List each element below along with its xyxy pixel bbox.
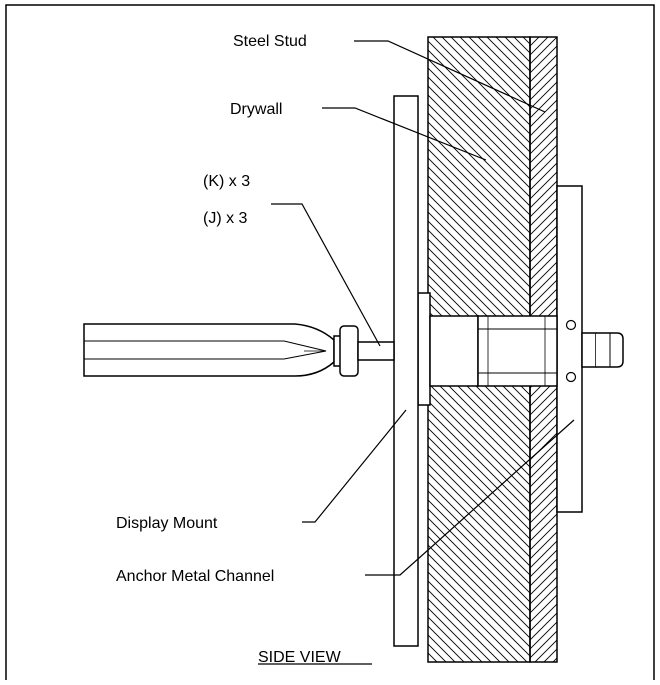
label-j-count: (J) x 3 — [203, 210, 248, 227]
label-k-count: (K) x 3 — [203, 173, 250, 190]
bolt-end — [581, 332, 624, 368]
leader-anchor-channel — [365, 419, 575, 576]
leader-drywall — [322, 107, 487, 161]
display-mount-plate — [393, 95, 419, 647]
label-drywall: Drywall — [230, 101, 282, 118]
leader-steel-stud — [354, 40, 546, 113]
label-display-mount: Display Mount — [116, 515, 218, 532]
view-title: SIDE VIEW — [258, 649, 342, 666]
figure-border — [5, 4, 655, 685]
screwdriver-icon — [83, 323, 395, 377]
label-steel-stud: Steel Stud — [233, 33, 307, 50]
leader-display-mount — [302, 409, 407, 523]
leader-lines — [258, 40, 575, 665]
channel-hole-bottom — [565, 371, 577, 383]
channel-hole-top — [565, 319, 577, 331]
anchor-metal-channel — [556, 185, 583, 513]
leader-fasteners — [271, 203, 381, 347]
label-anchor-metal-channel: Anchor Metal Channel — [116, 568, 274, 585]
